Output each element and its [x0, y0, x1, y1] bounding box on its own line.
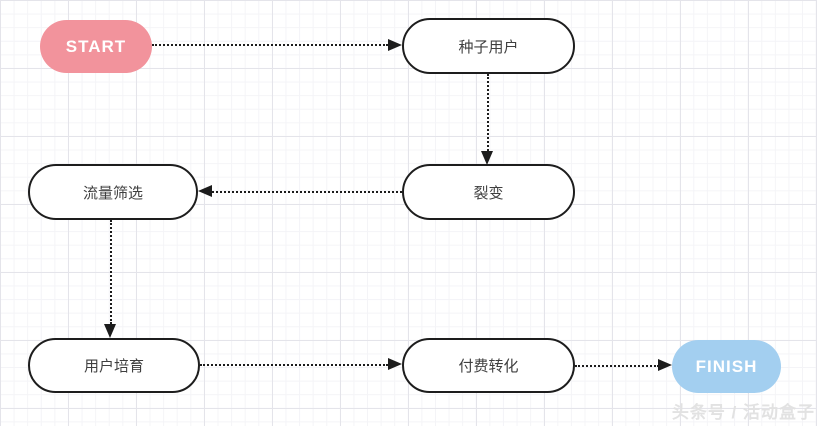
arrowhead-right-icon [658, 359, 672, 371]
arrowhead-left-icon [198, 185, 212, 197]
edge-seed-to-fission [487, 74, 489, 151]
flow-node-traffic-filter-label: 流量筛选 [82, 184, 143, 202]
edge-filter-to-nurture [110, 220, 112, 324]
flow-node-user-nurture-label: 用户培育 [83, 358, 144, 375]
flow-node-start: START [40, 20, 152, 73]
arrowhead-right-icon [388, 358, 402, 370]
flow-node-paid-conversion-label: 付费转化 [458, 358, 519, 375]
flow-node-user-nurture: 用户培育 [28, 338, 200, 393]
arrowhead-right-icon [388, 39, 402, 51]
flow-node-paid-conversion: 付费转化 [402, 338, 575, 393]
edge-fission-to-filter [212, 191, 402, 193]
flow-node-finish-label: FINISH [695, 356, 758, 376]
arrowhead-down-icon [104, 324, 116, 338]
flow-node-fission-label: 裂变 [473, 184, 504, 202]
flow-node-traffic-filter: 流量筛选 [28, 164, 198, 220]
edge-start-to-seed [152, 44, 388, 46]
watermark-text: 头条号 / 活动盒子 [671, 403, 815, 422]
edge-nurture-to-convert [200, 364, 388, 366]
flow-node-seed-users: 种子用户 [402, 18, 575, 74]
flow-node-seed-users-label: 种子用户 [458, 38, 519, 56]
edge-convert-to-finish [575, 365, 659, 367]
flow-node-fission: 裂变 [402, 164, 575, 220]
flow-node-start-label: START [65, 36, 127, 56]
flow-node-finish: FINISH [672, 340, 781, 393]
arrowhead-down-icon [481, 151, 493, 165]
